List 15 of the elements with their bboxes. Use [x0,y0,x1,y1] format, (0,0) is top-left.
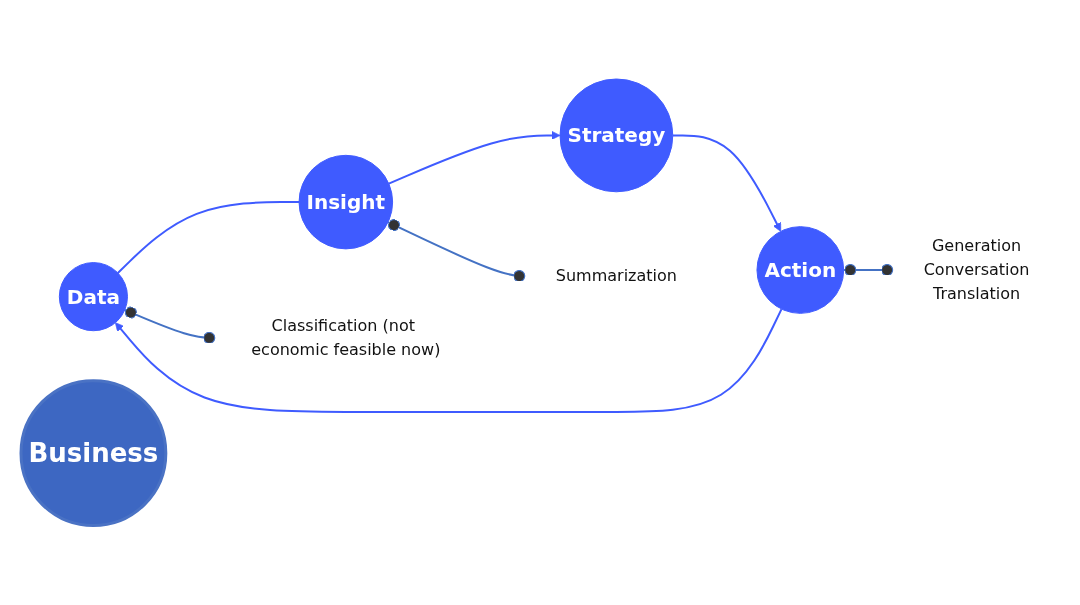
node-circle: Data [58,262,128,332]
arrow [671,134,781,232]
node-circle: Business [19,379,168,528]
node-text: Classification (not economic feasible now) [251,316,441,360]
arrow [387,131,561,185]
connector [123,306,217,345]
node-text: Generation Conversation Translation [923,236,1030,304]
arrow [114,308,783,414]
node-circle: Insight [298,155,393,250]
node-text: Summarization [555,266,677,286]
connector [116,201,300,275]
node-circle: Action [756,226,844,315]
connector [842,264,895,277]
connector [386,219,527,283]
node-circle: Strategy [559,78,674,193]
